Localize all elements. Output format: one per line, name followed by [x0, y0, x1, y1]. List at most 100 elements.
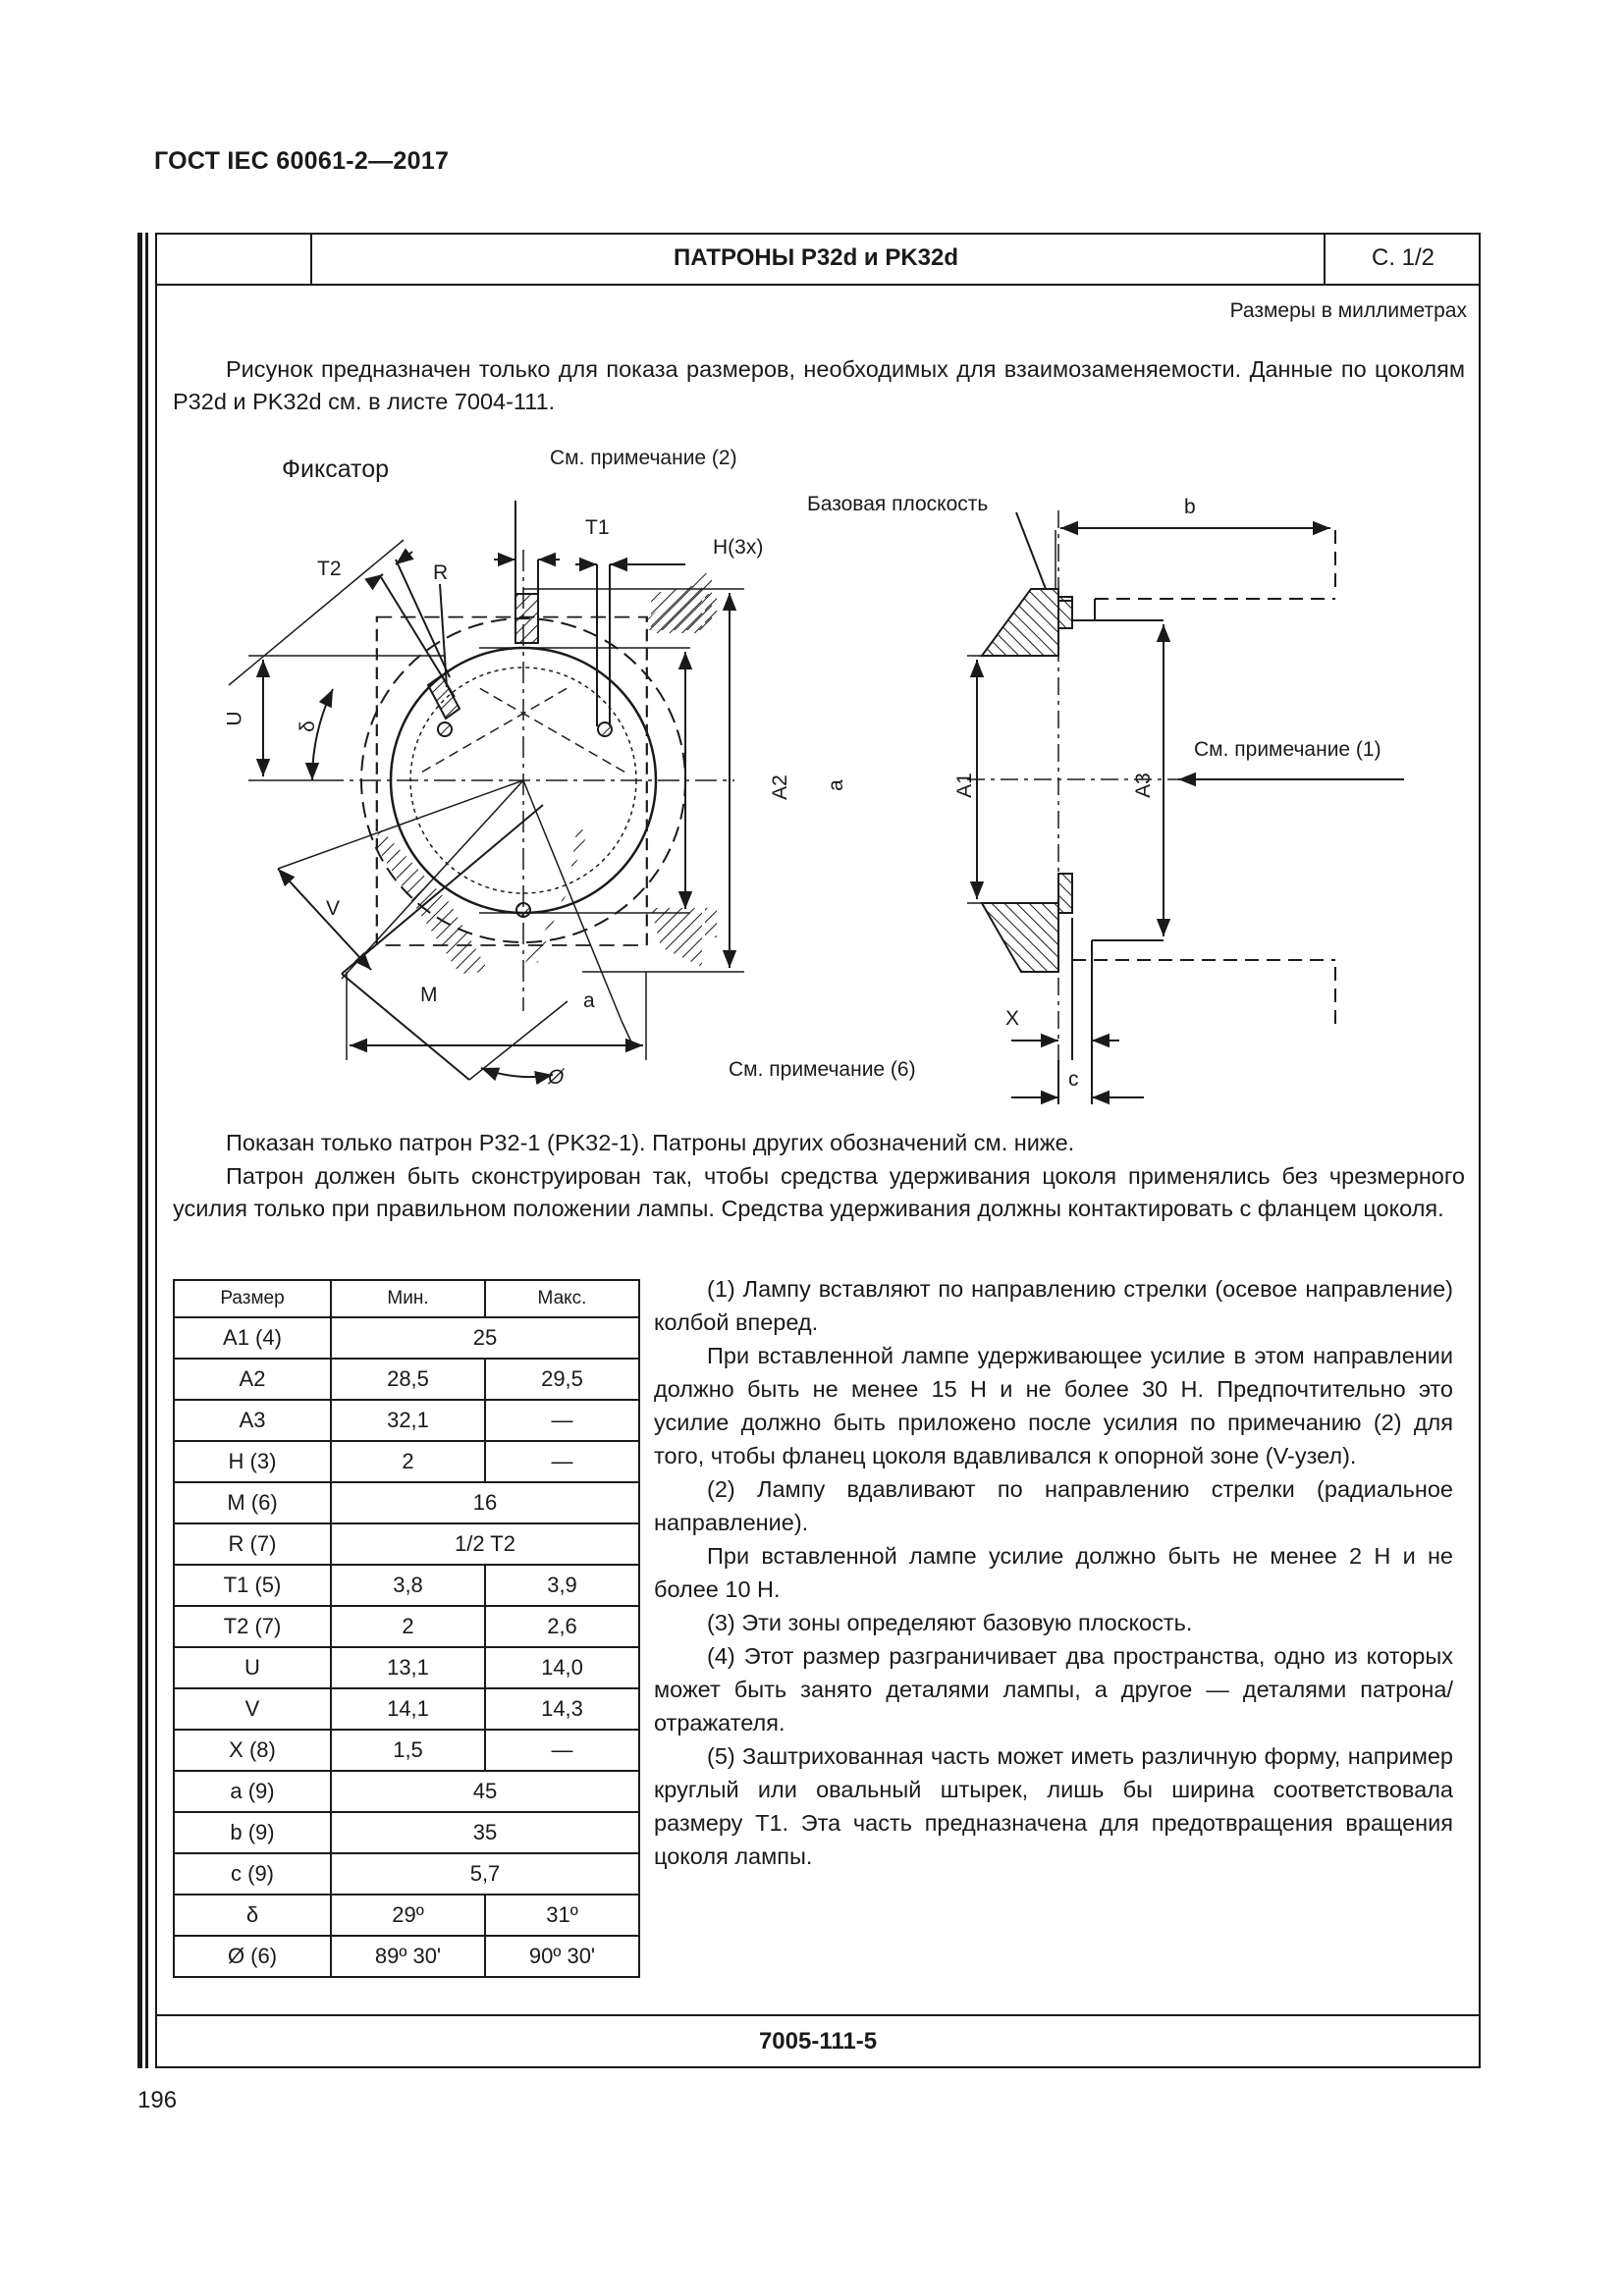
dimension-max-cell: 2,6	[484, 1605, 640, 1648]
dimension-min-cell: 13,1	[330, 1646, 486, 1689]
dimension-max-cell: 29,5	[484, 1358, 640, 1401]
header-max: Макс.	[484, 1279, 640, 1318]
dimension-name-cell: T1 (5)	[173, 1564, 332, 1607]
lamp-design-paragraph: Патрон должен быть сконструирован так, ч…	[173, 1163, 1465, 1221]
x-label: X	[1005, 1007, 1020, 1030]
dimension-min-cell: 32,1	[330, 1399, 486, 1442]
header-size: Размер	[173, 1279, 332, 1318]
dimension-min-cell: 29º	[330, 1894, 486, 1937]
v-label: V	[326, 897, 341, 920]
a1-label: A1	[952, 773, 976, 798]
note-paragraph: (1) Лампу вставляют по направлению стрел…	[654, 1276, 1453, 1335]
margin-bar	[145, 233, 148, 2068]
dimension-name-cell: Ø (6)	[173, 1935, 332, 1978]
note6-label: См. примечание (6)	[729, 1058, 916, 1081]
dimension-name-cell: R (7)	[173, 1522, 332, 1566]
dimension-name-cell: A2	[173, 1358, 332, 1401]
note-paragraph: (3) Эти зоны определяют базовую плоскост…	[707, 1610, 1193, 1635]
lamp-shown-paragraph: Показан только патрон P32-1 (PK32-1). Па…	[226, 1130, 1075, 1155]
side-view	[646, 571, 717, 967]
dimension-min-cell: 1,5	[330, 1729, 486, 1772]
dimension-max-cell: —	[484, 1399, 640, 1442]
dimension-min-cell: 3,8	[330, 1564, 486, 1607]
dimension-name-cell: V	[173, 1687, 332, 1731]
document-header: ГОСТ IEC 60061-2—2017	[154, 147, 450, 175]
note2-label: См. примечание (2)	[550, 447, 737, 469]
dimension-value-cell: 45	[330, 1770, 640, 1813]
table-row: Ø (6)89º 30'90º 30'	[173, 1935, 640, 1978]
u-label: U	[223, 711, 246, 726]
front-view	[228, 501, 744, 1086]
sheet-title: ПАТРОНЫ P32d и PK32d	[673, 244, 959, 271]
dimension-name-cell: A1 (4)	[173, 1316, 332, 1360]
note-paragraph: (5) Заштрихованная часть может иметь раз…	[654, 1743, 1453, 1869]
dimension-name-cell: H (3)	[173, 1440, 332, 1483]
dimension-value-cell: 35	[330, 1811, 640, 1854]
table-row: X (8)1,5—	[173, 1729, 640, 1772]
table-header-row: Размер Мин. Макс.	[173, 1279, 640, 1318]
a2-label: A2	[768, 774, 791, 800]
dimension-name-cell: M (6)	[173, 1481, 332, 1524]
fixator-label: Фиксатор	[282, 455, 390, 483]
a3-label: A3	[1131, 773, 1155, 798]
dimension-max-cell: 31º	[484, 1894, 640, 1937]
table-row: H (3)2—	[173, 1440, 640, 1483]
phi-label: Ø	[548, 1066, 565, 1089]
dimension-max-cell: —	[484, 1729, 640, 1772]
table-row: R (7)1/2 T2	[173, 1522, 640, 1566]
dimensions-note: Размеры в миллиметрах	[1229, 299, 1467, 322]
note-paragraph: (4) Этот размер разграничивает два прост…	[654, 1643, 1453, 1735]
b-label: b	[1184, 496, 1196, 518]
page-number: 196	[137, 2087, 178, 2113]
dimension-value-cell: 16	[330, 1481, 640, 1524]
m-label: M	[420, 984, 438, 1006]
side-view-drawing	[967, 510, 1404, 1105]
note-paragraph: (2) Лампу вдавливают по направлению стре…	[654, 1476, 1453, 1535]
base-plane-label: Базовая плоскость	[807, 493, 989, 515]
sheet-page: С. 1/2	[1324, 233, 1481, 284]
dimension-name-cell: a (9)	[173, 1770, 332, 1813]
dimension-max-cell: 90º 30'	[484, 1935, 640, 1978]
table-row: a (9)45	[173, 1770, 640, 1813]
table-row: A1 (4)25	[173, 1316, 640, 1360]
dimension-value-cell: 1/2 T2	[330, 1522, 640, 1566]
dimension-max-cell: 14,3	[484, 1687, 640, 1731]
dimension-min-cell: 28,5	[330, 1358, 486, 1401]
margin-bar	[137, 233, 142, 2068]
dimension-max-cell: 3,9	[484, 1564, 640, 1607]
delta-label: δ	[296, 721, 319, 732]
intro-paragraph: Рисунок предназначен только для показа р…	[173, 356, 1465, 414]
title-left-cell	[155, 233, 312, 284]
r-label: R	[433, 561, 449, 584]
dimension-name-cell: δ	[173, 1894, 332, 1937]
dimension-name-cell: b (9)	[173, 1811, 332, 1854]
dimension-name-cell: U	[173, 1646, 332, 1689]
dimension-name-cell: A3	[173, 1399, 332, 1442]
table-row: c (9)5,7	[173, 1852, 640, 1896]
dimension-min-cell: 2	[330, 1440, 486, 1483]
a-horizontal-label: a	[583, 989, 595, 1012]
t2-label: T2	[317, 558, 342, 580]
dimension-max-cell: 14,0	[484, 1646, 640, 1689]
table-row: b (9)35	[173, 1811, 640, 1854]
dimension-max-cell: —	[484, 1440, 640, 1483]
dimension-name-cell: T2 (7)	[173, 1605, 332, 1648]
note-paragraph: При вставленной лампе усилие должно быть…	[654, 1543, 1453, 1602]
h3x-label: H(3x)	[713, 536, 764, 559]
sheet-frame	[155, 233, 1481, 2068]
note1-label: См. примечание (1)	[1194, 738, 1381, 761]
dimension-name-cell: X (8)	[173, 1729, 332, 1772]
sheet-code: 7005-111-5	[155, 2014, 1481, 2068]
c-label: c	[1068, 1068, 1079, 1091]
note-paragraph: При вставленной лампе удерживающее усили…	[654, 1343, 1453, 1468]
dimension-min-cell: 89º 30'	[330, 1935, 486, 1978]
dimension-value-cell: 5,7	[330, 1852, 640, 1896]
